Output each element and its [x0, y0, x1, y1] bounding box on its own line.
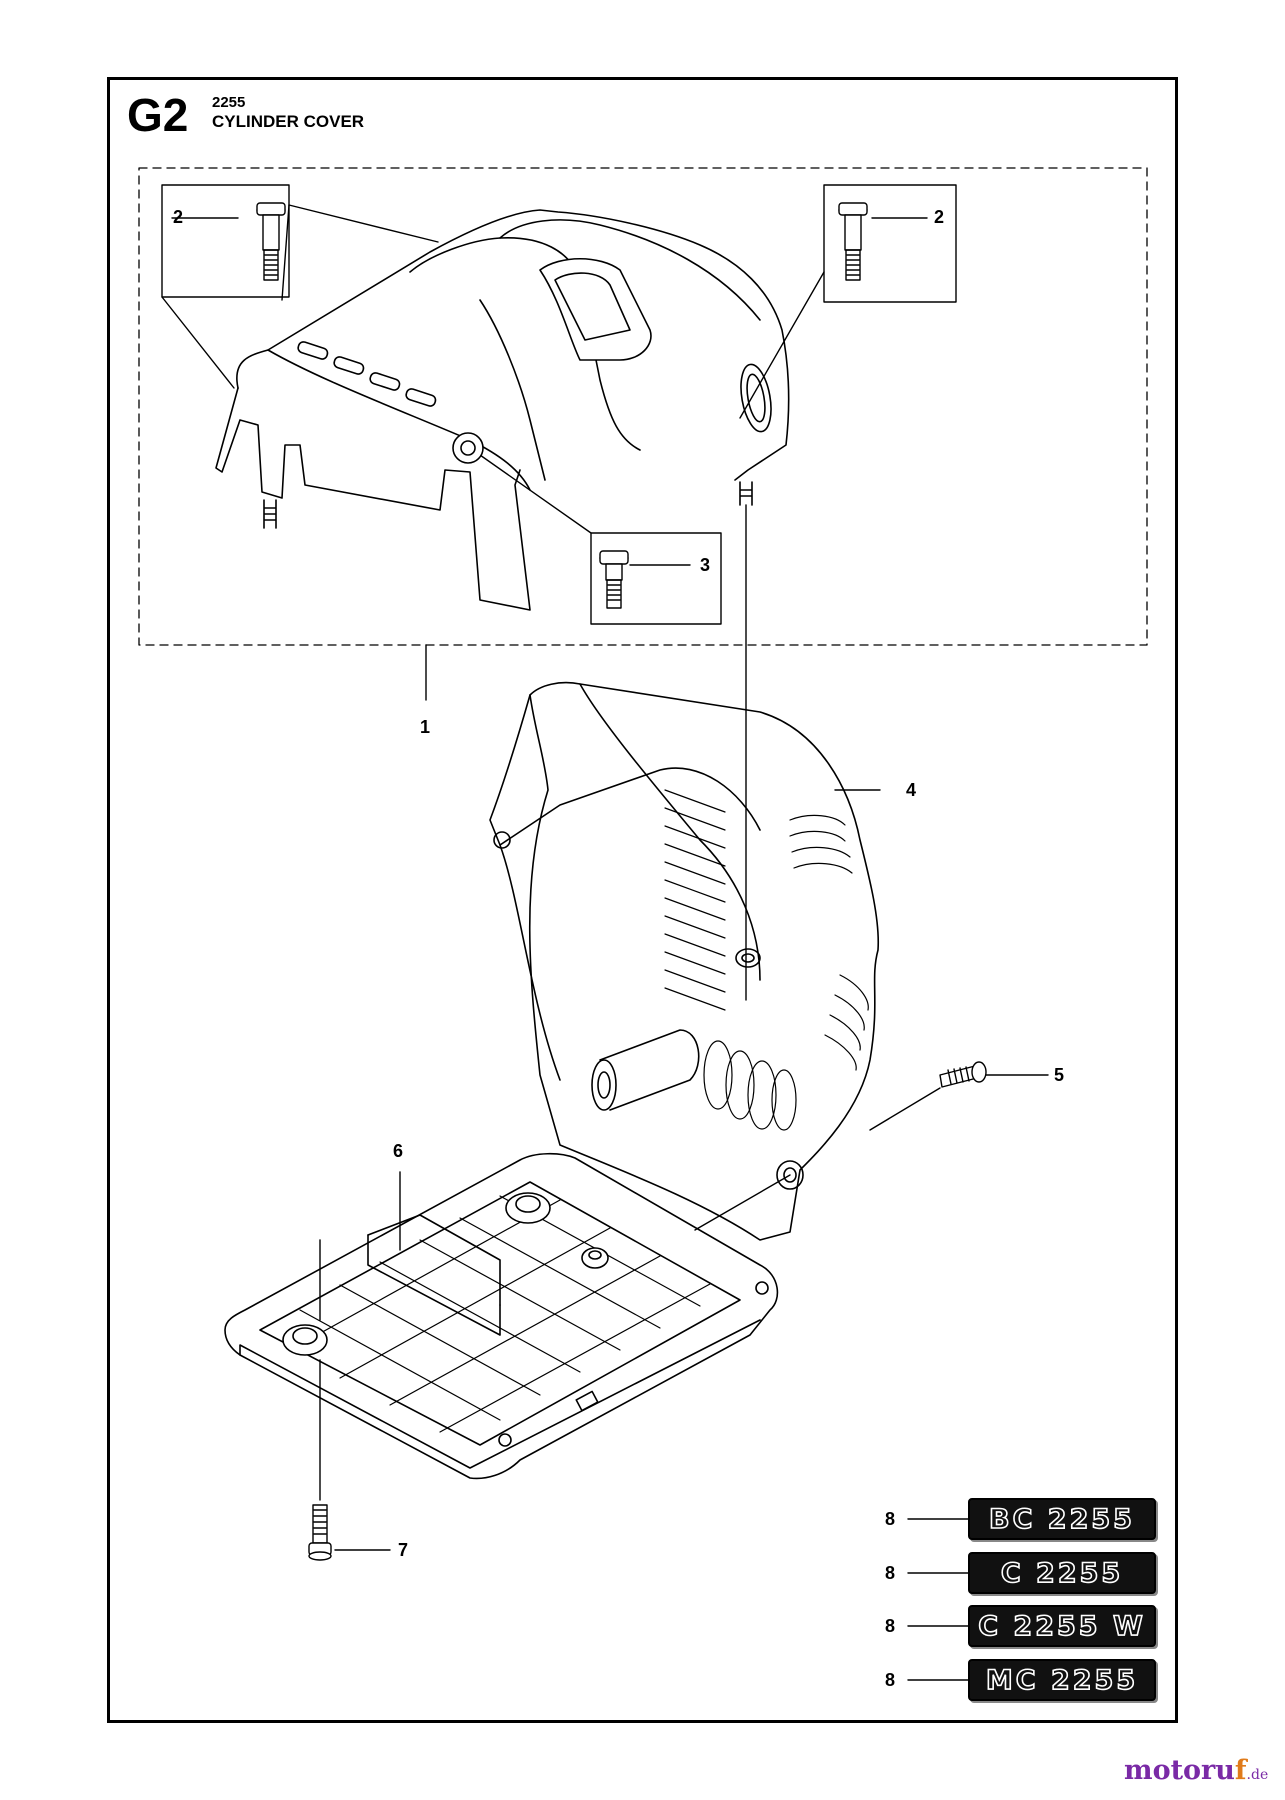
site-watermark: motoruf.de	[1124, 1755, 1268, 1786]
screw-box-center	[479, 454, 722, 625]
watermark-brand: motoru	[1124, 1755, 1235, 1786]
bottom-plate-part	[224, 1152, 779, 1480]
model-number: 2255	[212, 94, 246, 111]
decal-mc2255: MC 2255	[968, 1659, 1156, 1701]
screw-5-part	[869, 1061, 1049, 1131]
diagram-frame	[107, 77, 1178, 1723]
decal-bc2255: BC 2255	[968, 1498, 1156, 1540]
watermark-brand-f: f	[1234, 1755, 1247, 1786]
leader-shroud-to-6	[694, 1174, 791, 1231]
screw-icon-center	[599, 550, 629, 609]
watermark-tld: .de	[1246, 1767, 1269, 1783]
callout-6: 6	[393, 1141, 404, 1161]
callout-5: 5	[1054, 1065, 1065, 1085]
diagram-title: CYLINDER COVER	[212, 112, 365, 131]
callout-2-left: 2	[173, 207, 184, 227]
decal-c2255w: C 2255 W	[968, 1605, 1156, 1647]
callout-8-b: 8	[885, 1563, 896, 1583]
screw-box-right	[739, 184, 957, 419]
callout-8-a: 8	[885, 1509, 896, 1529]
assembly-boundary-dashed	[138, 167, 1148, 646]
screw-box-left	[161, 184, 439, 389]
callout-2-right: 2	[934, 207, 945, 227]
callout-7: 7	[398, 1540, 409, 1560]
screw-icon-left	[256, 202, 286, 281]
decal-c2255: C 2255	[968, 1552, 1156, 1594]
callout-8-c: 8	[885, 1616, 896, 1636]
cylinder-cover-part	[215, 209, 790, 611]
decal-leaders	[907, 1518, 969, 1681]
callout-1: 1	[420, 717, 431, 737]
callout-4: 4	[906, 780, 917, 800]
decal-c2255w-text: C 2255 W	[977, 1610, 1146, 1643]
screw-7-part	[308, 1239, 391, 1561]
cylinder-shroud-part	[489, 681, 880, 1241]
section-code: G2	[127, 89, 189, 141]
decal-c2255-text: C 2255	[1000, 1557, 1124, 1590]
callout-8-d: 8	[885, 1670, 896, 1690]
callout-3: 3	[700, 555, 711, 575]
decal-bc2255-text: BC 2255	[988, 1503, 1135, 1536]
screw-icon-right	[838, 202, 868, 281]
decal-mc2255-text: MC 2255	[985, 1664, 1139, 1697]
